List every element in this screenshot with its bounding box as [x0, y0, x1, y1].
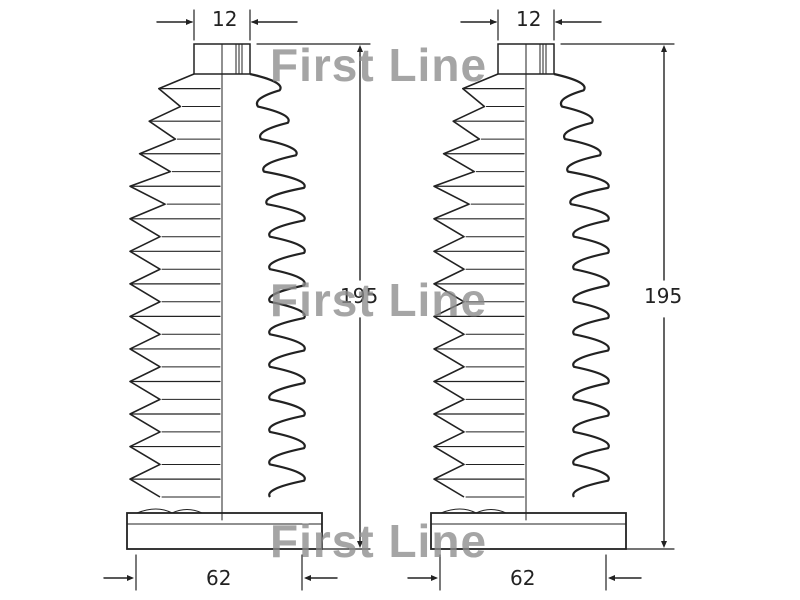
watermark-bottom: First Line	[270, 515, 488, 567]
left-bellows-boot	[126, 43, 323, 550]
boot-base-collar	[430, 512, 627, 550]
boot-left-profile	[129, 73, 195, 498]
right-top-arrowhead-right	[555, 19, 562, 25]
left-top-width-label: 12	[212, 7, 238, 31]
right-bottom-arrowhead-right	[608, 575, 615, 581]
collar-texture	[440, 508, 507, 514]
boot-left-profile	[433, 73, 499, 498]
right-bottom-arrowhead-left	[431, 575, 438, 581]
left-top-arrowhead-right	[251, 19, 258, 25]
right-height-arrowhead-bottom	[661, 541, 667, 548]
boot-right-profile	[553, 72, 610, 498]
left-height-arrowhead-top	[357, 45, 363, 52]
left-top-arrowhead-left	[186, 19, 193, 25]
right-top-width-label: 12	[516, 7, 542, 31]
dimension-lines	[103, 9, 675, 591]
right-bellows-boot	[430, 43, 627, 550]
right-height-label: 195	[644, 284, 683, 308]
watermark-top: First Line	[270, 39, 488, 91]
right-height-arrowhead-top	[661, 45, 667, 52]
boot-base-collar	[126, 512, 323, 550]
right-bottom-width-label: 62	[510, 566, 536, 590]
watermark-middle: First Line	[270, 274, 488, 326]
left-bottom-arrowhead-right	[304, 575, 311, 581]
boot-right-profile	[249, 72, 306, 498]
left-height-arrowhead-bottom	[357, 541, 363, 548]
left-height-label: 195	[340, 284, 379, 308]
left-bottom-arrowhead-left	[127, 575, 134, 581]
right-top-arrowhead-left	[490, 19, 497, 25]
collar-texture	[136, 508, 203, 514]
left-bottom-width-label: 62	[206, 566, 232, 590]
